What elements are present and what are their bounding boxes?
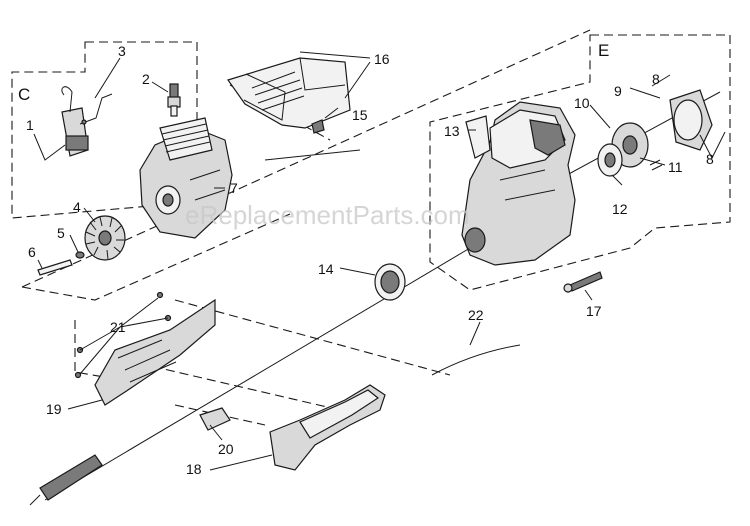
callout-17: 17	[586, 303, 602, 319]
callout-19: 19	[46, 401, 62, 417]
callout-1: 1	[26, 117, 34, 133]
starter-housing	[669, 89, 713, 151]
callout-6: 6	[28, 244, 36, 260]
callout-9: 9	[614, 83, 622, 99]
ignition-wire	[79, 93, 113, 125]
starter-spring	[597, 143, 623, 177]
callout-18: 18	[186, 461, 202, 477]
callout-4: 4	[73, 199, 81, 215]
ignition-coil	[61, 86, 89, 157]
handle-left-half	[94, 298, 216, 406]
flywheel-key	[75, 251, 85, 259]
callout-3: 3	[118, 43, 126, 59]
clutch-housing	[461, 101, 576, 266]
flywheel	[84, 215, 126, 261]
callout-7: 7	[230, 180, 238, 196]
spark-plug	[167, 83, 181, 117]
group-c-boundary	[11, 41, 198, 219]
callout-11: 11	[668, 159, 683, 175]
throttle-trigger	[199, 407, 231, 431]
handle-grip	[269, 384, 386, 471]
callout-5: 5	[57, 225, 65, 241]
engine	[139, 117, 233, 239]
shield-screw	[311, 119, 325, 134]
rear-cover	[465, 115, 491, 159]
group-label-e: E	[598, 41, 609, 60]
drive-shaft-tube	[29, 454, 103, 506]
throttle-cable	[431, 344, 521, 376]
shaft-pin	[37, 259, 73, 276]
callout-12: 12	[612, 201, 628, 217]
handle-screws	[74, 291, 172, 379]
callout-22: 22	[468, 307, 484, 323]
callout-13: 13	[444, 123, 460, 139]
callout-21: 21	[110, 319, 126, 335]
callout-2: 2	[142, 71, 150, 87]
callout-15: 15	[352, 107, 368, 123]
callout-8-top: 8	[652, 71, 660, 87]
clamp-ring	[374, 263, 406, 301]
watermark-text: eReplacementParts.com	[185, 200, 470, 230]
callout-16: 16	[374, 51, 390, 67]
callout-20: 20	[218, 441, 234, 457]
group-label-c: C	[18, 85, 30, 104]
callout-10: 10	[574, 95, 590, 111]
leader-lines	[33, 51, 726, 471]
muffler-shield	[227, 57, 351, 129]
group-e-boundary	[429, 34, 731, 291]
mounting-bolt	[563, 271, 603, 293]
callout-14: 14	[318, 261, 334, 277]
callout-8-right: 8	[706, 151, 714, 167]
